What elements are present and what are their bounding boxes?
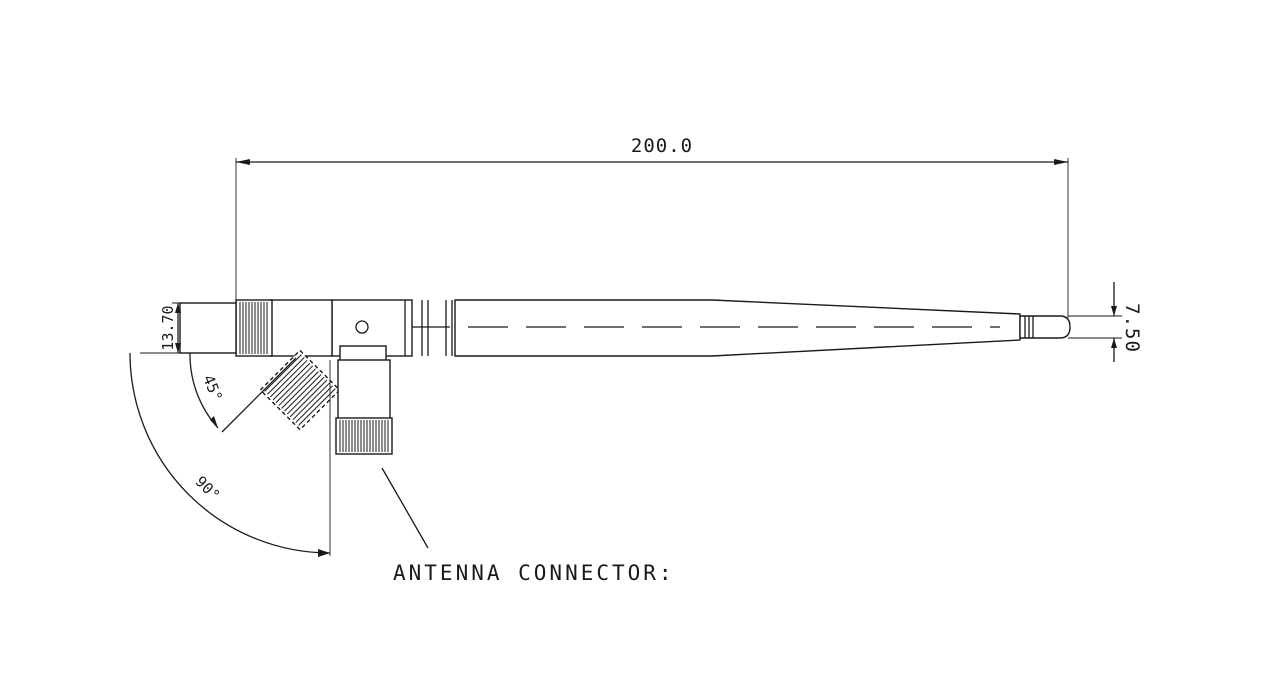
tip-dimension-value: 7.50 xyxy=(1121,303,1143,353)
knurl-line xyxy=(286,376,325,415)
knurl-line xyxy=(289,379,328,418)
angle-45-label: 45° xyxy=(199,372,226,404)
knurl-line xyxy=(278,368,316,406)
knurl-line xyxy=(267,357,305,395)
height-dimension-value: 13.70 xyxy=(159,305,177,350)
connector-callout-label: ANTENNA CONNECTOR: xyxy=(393,561,675,585)
knurl-line xyxy=(284,374,322,412)
knurl-line xyxy=(272,362,311,401)
knurl-line xyxy=(295,385,333,423)
length-dimension: 200.0 xyxy=(235,135,1069,318)
angle-90-label: 90° xyxy=(192,473,224,505)
knurl-line xyxy=(264,354,302,392)
tip-dimension: 7.50 xyxy=(1068,282,1143,362)
knurl-line xyxy=(298,388,336,426)
connector-callout: ANTENNA CONNECTOR: xyxy=(381,467,675,585)
length-dimension-value: 200.0 xyxy=(631,135,693,157)
antenna-whip xyxy=(410,299,1071,357)
knurl-line xyxy=(269,359,308,398)
knurl-line xyxy=(275,365,314,404)
connector-90deg xyxy=(329,345,393,556)
knurl-line xyxy=(281,371,319,409)
knurl-line xyxy=(292,382,331,421)
hinge-pin xyxy=(355,320,369,334)
height-dimension: 13.70 xyxy=(140,302,236,354)
connector-45deg xyxy=(259,349,341,431)
connector-straight xyxy=(179,299,333,357)
